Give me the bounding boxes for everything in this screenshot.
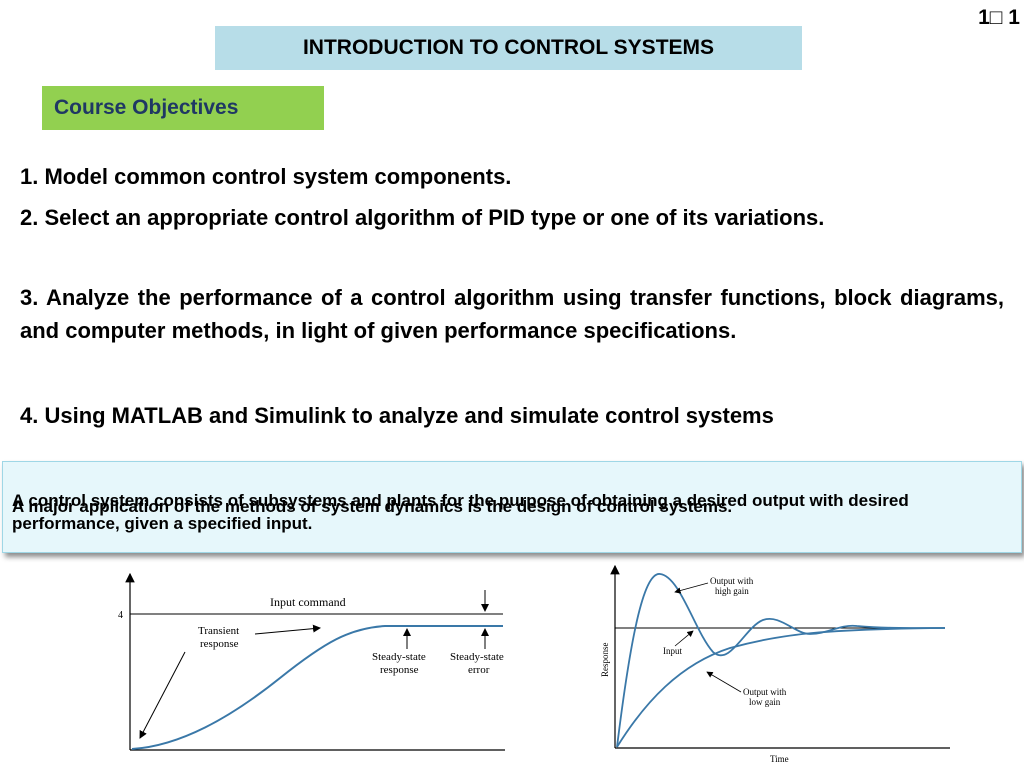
transient-arrow-1	[254, 624, 321, 635]
objective-3: 3. Analyze the performance of a control …	[20, 285, 1004, 343]
y-tick-4: 4	[118, 610, 123, 621]
error-label-line1: Steady-state	[450, 651, 504, 663]
input-label: Input	[663, 646, 682, 656]
slide-title: INTRODUCTION TO CONTROL SYSTEMS	[215, 26, 802, 70]
gain-comparison-figure: Response Time Output with high gain Inpu…	[600, 564, 950, 764]
objective-2: 2. Select an appropriate control algorit…	[20, 205, 825, 230]
input-arrow	[674, 630, 694, 647]
input-command-label: Input command	[270, 595, 346, 609]
high-gain-arrow	[674, 582, 709, 594]
output-response-curve	[131, 625, 503, 750]
callout-text-application: A major application of the methods of sy…	[12, 497, 733, 516]
objective-1: 1. Model common control system component…	[20, 164, 512, 189]
objective-4: 4. Using MATLAB and Simulink to analyze …	[20, 403, 774, 428]
low-gain-label-line1: Output with	[743, 687, 787, 697]
step-response-figure: 4 Input command Transient response Stead…	[118, 572, 505, 751]
high-gain-curve	[616, 573, 946, 748]
transient-arrow-2	[139, 651, 186, 739]
callout-text-definition: A control system consists of subsystems …	[12, 491, 909, 533]
y-axis-label: Response	[600, 642, 610, 677]
low-gain-curve	[616, 627, 946, 748]
high-gain-label-line1: Output with	[710, 576, 754, 586]
section-heading: Course Objectives	[42, 86, 324, 130]
definition-callout: A control system consists of subsystems …	[2, 461, 1022, 553]
slide-number: 1□ 1	[978, 6, 1020, 29]
x-axis-label: Time	[770, 754, 789, 764]
steady-state-label-line1: Steady-state	[372, 651, 426, 663]
transient-label-line1: Transient	[198, 625, 239, 637]
high-gain-label-line2: high gain	[715, 586, 749, 596]
error-label-line2: error	[468, 664, 490, 676]
low-gain-arrow	[706, 671, 742, 693]
transient-label-line2: response	[200, 638, 239, 650]
steady-state-label-line2: response	[380, 664, 419, 676]
low-gain-label-line2: low gain	[749, 697, 781, 707]
